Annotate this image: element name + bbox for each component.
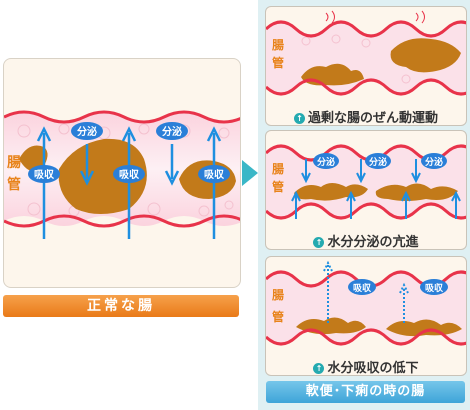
secretion-illustration: 分泌 分泌 分泌 腸 管 <box>266 144 466 220</box>
organ-label-2: 管 <box>272 309 284 324</box>
absorb-label: 吸収 <box>204 169 225 181</box>
absorb-label: 吸収 <box>353 282 372 294</box>
organ-label-1: 腸 <box>272 162 284 176</box>
absorb-badge-2: 吸収 <box>113 165 145 183</box>
up-arrow-icon: ↑ <box>293 113 305 124</box>
up-arrow-icon: ↑ <box>313 363 325 374</box>
peristalsis-illustration: 腸 管 <box>266 10 466 96</box>
absorb-badge-1: 吸収 <box>28 165 60 183</box>
up-arrow-icon: ↑ <box>313 237 325 248</box>
diarrhea-intestine-caption: 軟便･下痢の時の腸 <box>266 381 465 403</box>
organ-label-1: 腸 <box>7 154 21 171</box>
secretion-caption: ↑水分分泌の亢進 <box>266 231 466 250</box>
absorb-badge-3: 吸収 <box>198 165 230 183</box>
peristalsis-caption-text: 過剰な腸のぜん動運動 <box>307 111 438 126</box>
transition-arrow-icon <box>242 160 258 186</box>
absorption-panel: 吸収 吸収 腸 管 ↑水分吸収の低下 <box>265 256 467 376</box>
absorb-label: 吸収 <box>119 169 140 181</box>
secretion-label: 分泌 <box>317 156 335 168</box>
secretion-caption-text: 水分分泌の亢進 <box>327 235 419 250</box>
organ-label-2: 管 <box>272 179 284 194</box>
secretion-label: 分泌 <box>162 125 182 138</box>
normal-intestine-illustration: 分泌 分泌 吸収 吸収 吸収 腸 管 <box>4 110 240 239</box>
secretion-label: 分泌 <box>369 156 387 168</box>
secretion-arrows <box>79 144 180 186</box>
absorption-illustration: 吸収 吸収 腸 管 <box>266 260 466 346</box>
secretion-badge-3: 分泌 <box>421 153 447 169</box>
absorb-label: 吸収 <box>425 282 444 294</box>
peristalsis-caption: ↑過剰な腸のぜん動運動 <box>266 107 466 126</box>
secretion-badge-1: 分泌 <box>313 153 339 169</box>
absorption-caption-text: 水分吸収の低下 <box>327 361 419 376</box>
secretion-panel: 分泌 分泌 分泌 腸 管 ↑水分分泌の亢進 <box>265 130 467 250</box>
organ-label-2: 管 <box>7 176 21 193</box>
organ-label-1: 腸 <box>272 288 284 302</box>
absorption-caption: ↑水分吸収の低下 <box>266 357 466 376</box>
secretion-badge-1: 分泌 <box>71 122 103 140</box>
secretion-badge-2: 分泌 <box>365 153 391 169</box>
organ-label-2: 管 <box>272 55 284 70</box>
absorb-badge-2: 吸収 <box>420 279 448 295</box>
intestine-wall-top <box>4 110 240 124</box>
normal-intestine-panel: 分泌 分泌 吸収 吸収 吸収 腸 管 <box>3 58 241 288</box>
secretion-label: 分泌 <box>425 156 443 168</box>
secretion-badge-2: 分泌 <box>156 122 188 140</box>
absorb-badge-1: 吸収 <box>348 279 376 295</box>
absorb-label: 吸収 <box>34 169 55 181</box>
normal-intestine-caption: 正常な腸 <box>3 295 239 317</box>
secretion-label: 分泌 <box>77 125 97 138</box>
organ-label-1: 腸 <box>272 38 284 52</box>
peristalsis-panel: 腸 管 ↑過剰な腸のぜん動運動 <box>265 6 467 126</box>
